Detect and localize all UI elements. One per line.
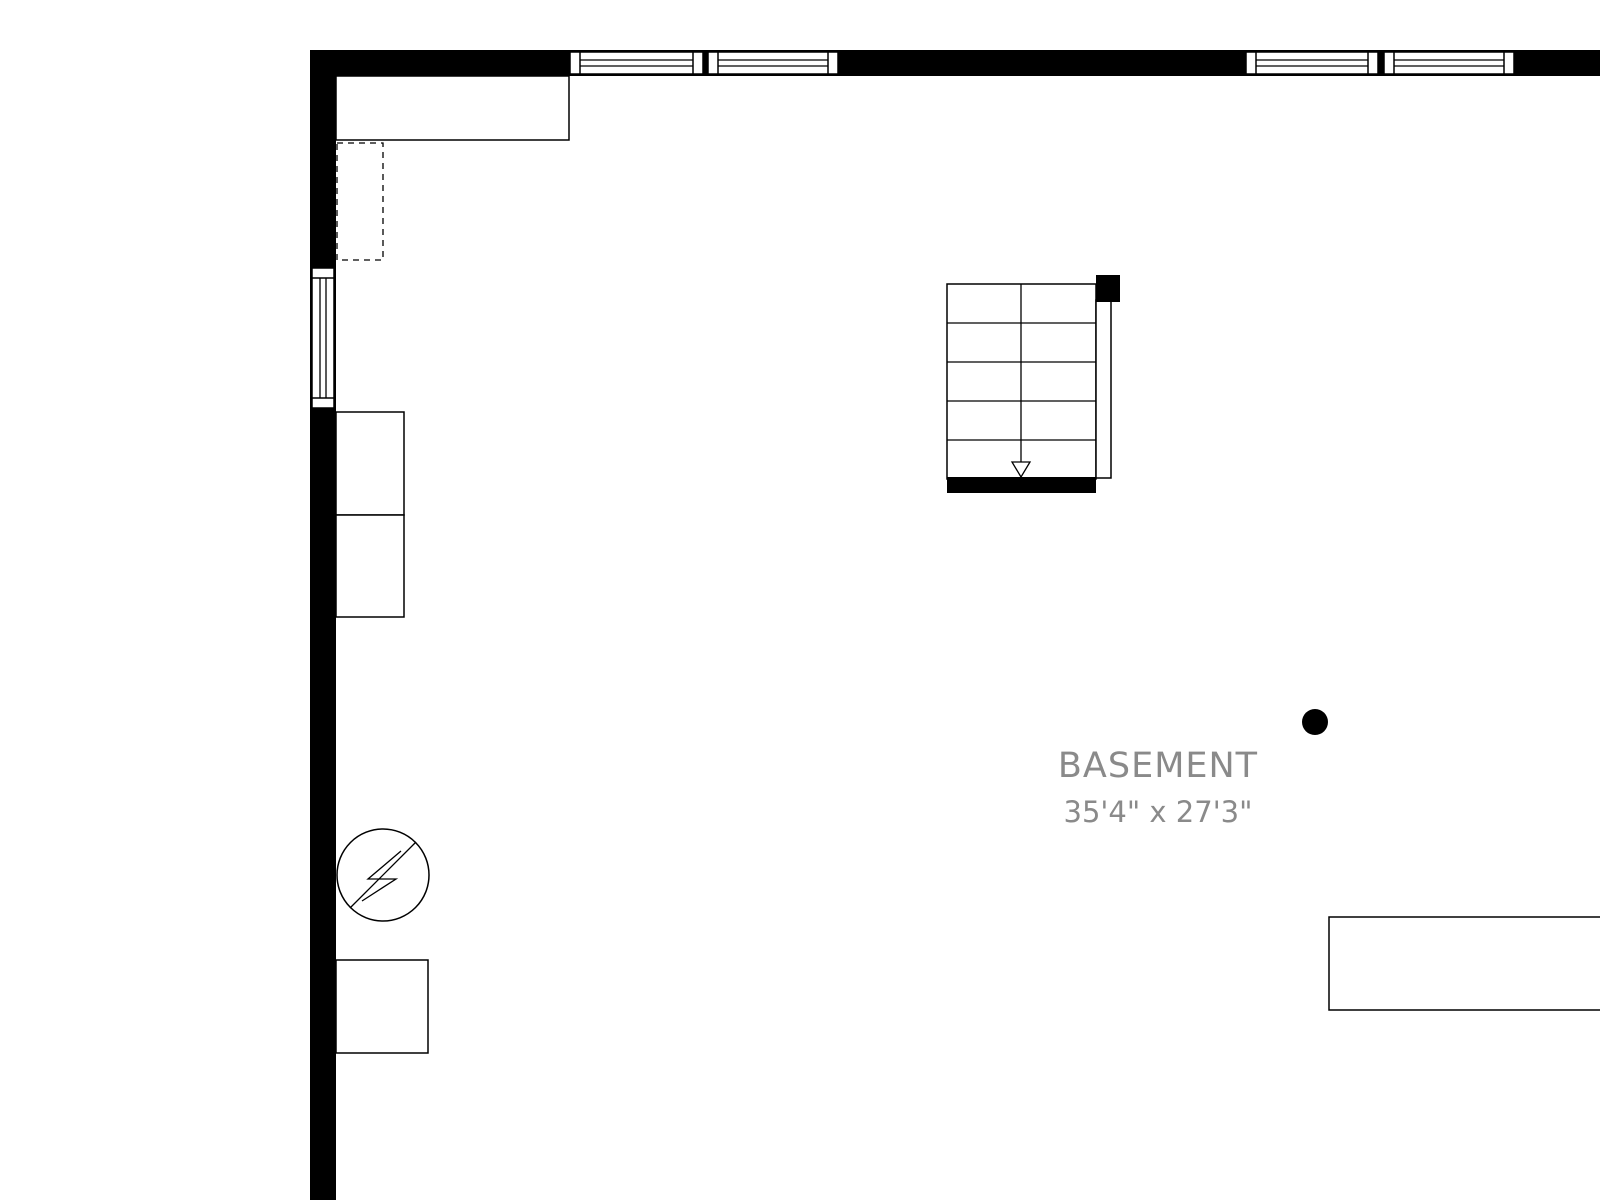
dryer bbox=[335, 514, 405, 618]
window-left-wall bbox=[311, 267, 335, 409]
electrical-panel bbox=[336, 828, 430, 922]
lightning-icon bbox=[361, 850, 402, 902]
stair-post bbox=[1096, 275, 1120, 302]
cabinet-lower-left bbox=[335, 959, 429, 1054]
dashed-cabinet bbox=[336, 142, 384, 261]
down-arrow-icon bbox=[1010, 461, 1032, 479]
room-name: BASEMENT bbox=[1058, 746, 1258, 786]
stair-railing bbox=[1095, 299, 1112, 479]
washer bbox=[335, 411, 405, 516]
counter-right bbox=[1328, 916, 1600, 1011]
counter-top-left bbox=[335, 75, 570, 141]
left-wall bbox=[310, 50, 336, 1200]
exterior-walls bbox=[310, 50, 1600, 1200]
stair-landing-wall bbox=[947, 477, 1096, 493]
staircase bbox=[946, 275, 1120, 493]
support-column bbox=[1302, 709, 1328, 735]
window-top-left-1 bbox=[569, 51, 704, 75]
window-top-left-2 bbox=[707, 51, 839, 75]
window-top-right-1 bbox=[1245, 51, 1379, 75]
window-top-right-2 bbox=[1383, 51, 1515, 75]
room-dimensions: 35'4" x 27'3" bbox=[1064, 795, 1253, 829]
